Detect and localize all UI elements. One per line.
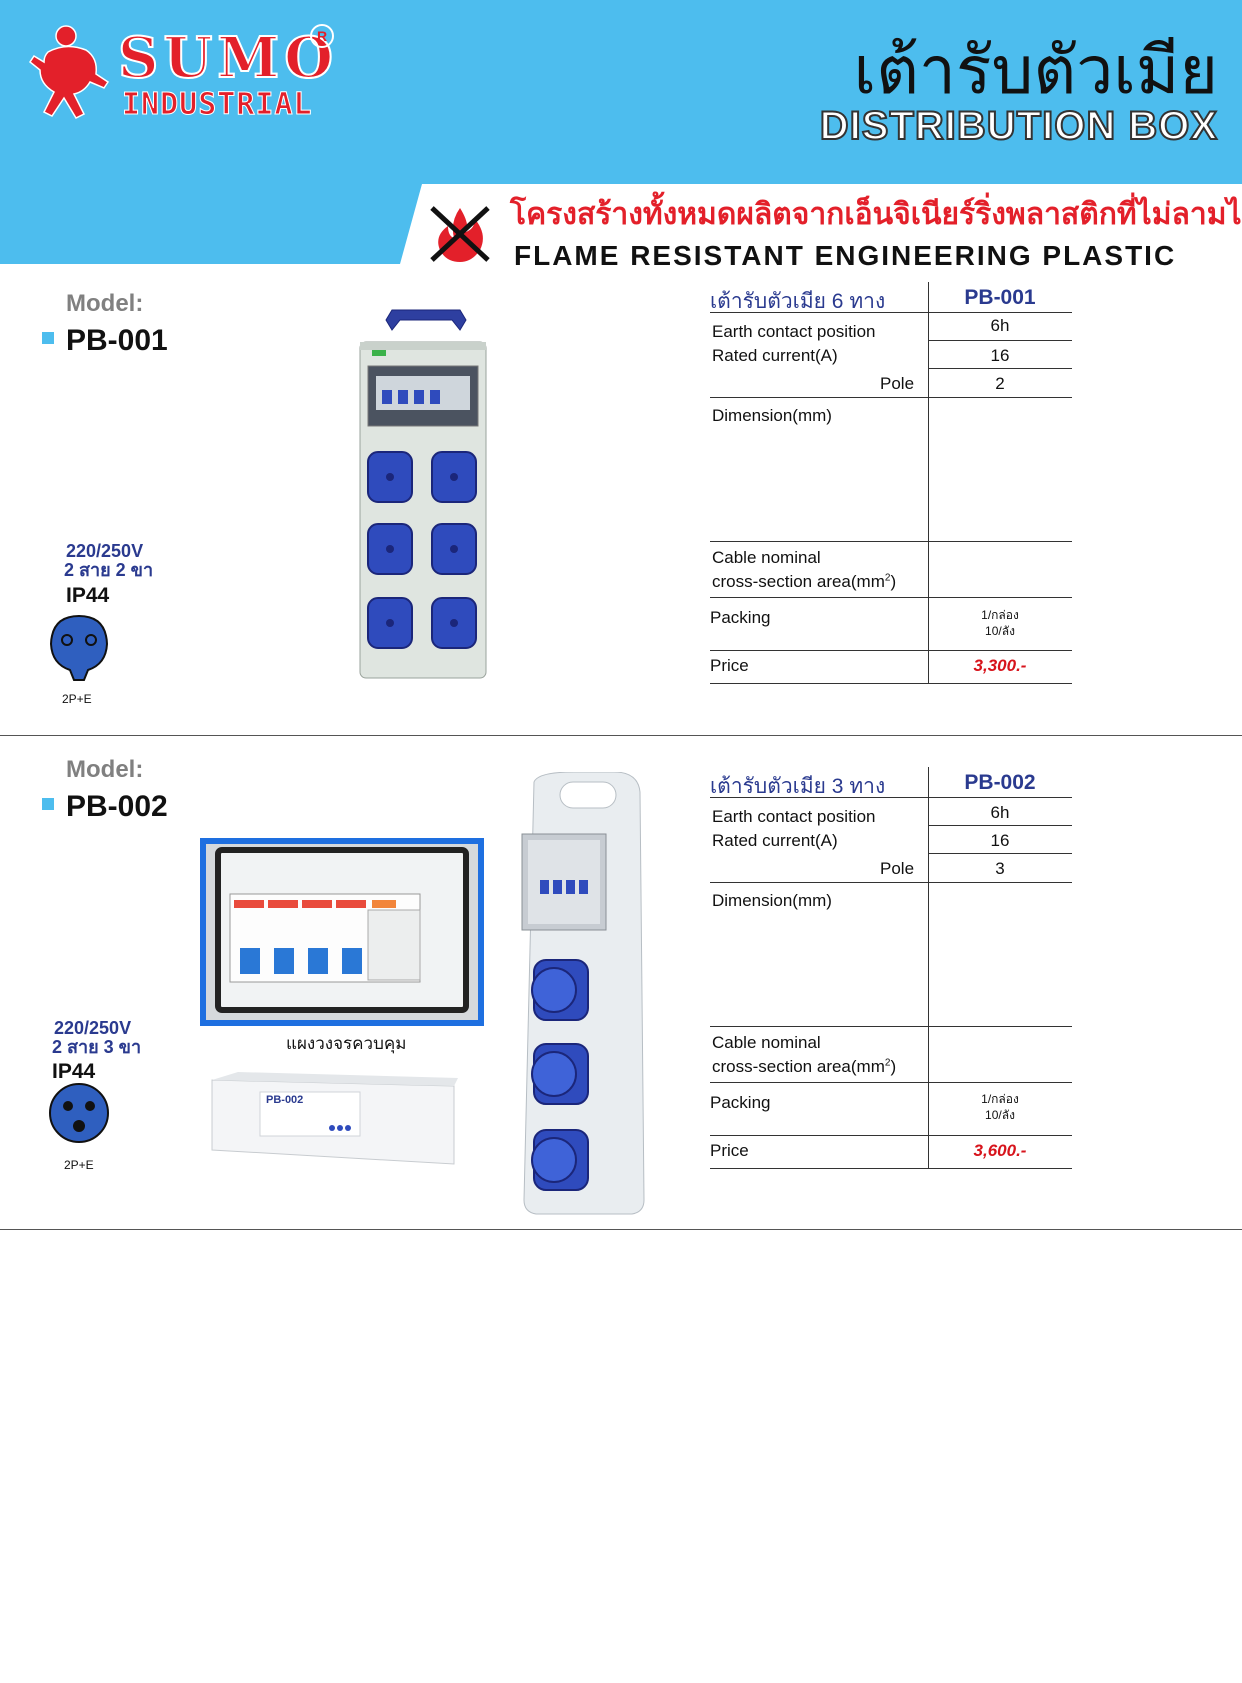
cable-label-close: ) [890, 572, 897, 591]
table-line [710, 541, 1072, 542]
table-line [710, 683, 1072, 684]
dimension-label: Dimension(mm) [712, 891, 832, 910]
table-line [710, 397, 1072, 398]
table-divider [928, 282, 929, 684]
cable-label-2: cross-section area(mm2) [712, 572, 896, 592]
cable-label-text: cross-section area(mm [712, 572, 885, 591]
plug-type-label: 2P+E [62, 692, 92, 706]
plug-3p-icon [49, 1083, 109, 1143]
table-title: เต้ารับตัวเมีย 6 ทาง [710, 290, 886, 313]
price-value: 3,300.- [973, 656, 1027, 675]
wire-label: 2 สาย 2 ขา [64, 560, 154, 580]
flame-banner [400, 184, 1242, 264]
no-flame-icon [430, 206, 490, 262]
packing-per-case: 10/ลัง [985, 1107, 1015, 1122]
earth-contact-value: 6h [990, 316, 1010, 335]
pole-value: 3 [995, 859, 1005, 878]
rated-current-label: Rated current(A) [712, 831, 838, 850]
packing-label: Packing [710, 1093, 771, 1112]
voltage-label: 220/250V [54, 1018, 132, 1038]
model-code: PB-001 [66, 324, 168, 357]
cable-label-text: cross-section area(mm [712, 1057, 885, 1076]
voltage-label: 220/250V [66, 541, 144, 561]
model-label: Model: [66, 756, 144, 783]
dimension-label: Dimension(mm) [712, 406, 832, 425]
plug-type-label: 2P+E [64, 1158, 94, 1172]
packaging-box-image [211, 1072, 458, 1165]
model-code: PB-002 [66, 790, 168, 823]
brand-name: SUMO [117, 25, 339, 91]
rated-current-value: 16 [990, 831, 1010, 850]
packing-label: Packing [710, 608, 771, 627]
table-line [710, 650, 1072, 651]
table-line [710, 797, 1072, 798]
pole-label: Pole [880, 859, 915, 878]
section-divider [0, 1229, 1242, 1230]
sumo-wrestler-logo-icon [28, 25, 110, 119]
price-label: Price [710, 656, 749, 675]
packing-per-box: 1/กล่อง [981, 608, 1019, 622]
earth-contact-label: Earth contact position [712, 807, 876, 826]
table-line [710, 882, 1072, 883]
page-title-english: DISTRIBUTION BOX [819, 104, 1218, 148]
section-divider [0, 735, 1242, 736]
packing-per-box: 1/กล่อง [981, 1092, 1019, 1106]
cable-label-2: cross-section area(mm2) [712, 1057, 896, 1077]
cable-superscript: 2 [884, 1057, 891, 1069]
wire-label: 2 สาย 3 ขา [52, 1037, 142, 1057]
page-title-thai: เต้ารับตัวเมีย [853, 32, 1218, 109]
packing-value: 1/กล่อง 10/ลัง [928, 608, 1072, 639]
box-model-label: PB-002 [266, 1094, 304, 1106]
bullet-square-icon [42, 332, 54, 344]
ip-rating: IP44 [52, 1060, 96, 1083]
rated-current-value: 16 [990, 346, 1010, 365]
price-label: Price [710, 1141, 749, 1160]
brand-subtitle: INDUSTRIAL [122, 87, 313, 122]
table-model: PB-002 [964, 771, 1036, 794]
table-line [710, 312, 1072, 313]
table-line [710, 1026, 1072, 1027]
pole-label: Pole [880, 374, 915, 393]
plug-2p-icon [49, 614, 109, 681]
table-model: PB-001 [964, 286, 1036, 309]
price-value: 3,600.- [973, 1141, 1027, 1160]
cable-label: Cable nominal [712, 1033, 821, 1052]
table-line [710, 1135, 1072, 1136]
table-line [710, 597, 1072, 598]
distribution-box-3-way-image [521, 772, 645, 1215]
table-line [710, 1082, 1072, 1083]
control-panel-caption: แผงวงจรควบคุม [286, 1034, 407, 1053]
earth-contact-value: 6h [990, 803, 1010, 822]
cable-superscript: 2 [884, 572, 891, 584]
flame-resistant-english: FLAME RESISTANT ENGINEERING PLASTIC [514, 240, 1177, 271]
packing-per-case: 10/ลัง [985, 623, 1015, 638]
ip-rating: IP44 [66, 584, 110, 607]
table-line [928, 368, 1072, 369]
table-line [928, 853, 1072, 854]
control-panel-image [200, 838, 484, 1026]
model-label: Model: [66, 290, 144, 317]
table-line [710, 1168, 1072, 1169]
packing-value: 1/กล่อง 10/ลัง [928, 1092, 1072, 1123]
cable-label: Cable nominal [712, 548, 821, 567]
distribution-box-6-way-image [359, 309, 487, 679]
table-line [928, 340, 1072, 341]
flame-resistant-thai: โครงสร้างทั้งหมดผลิตจากเอ็นจิเนียร์ริ่งพ… [510, 198, 1242, 231]
cable-label-close: ) [890, 1057, 897, 1076]
bullet-square-icon [42, 798, 54, 810]
rated-current-label: Rated current(A) [712, 346, 838, 365]
earth-contact-label: Earth contact position [712, 322, 876, 341]
table-title: เต้ารับตัวเมีย 3 ทาง [710, 775, 886, 798]
pole-value: 2 [995, 374, 1005, 393]
table-line [928, 825, 1072, 826]
registered-mark: R [310, 24, 334, 48]
table-divider [928, 767, 929, 1169]
